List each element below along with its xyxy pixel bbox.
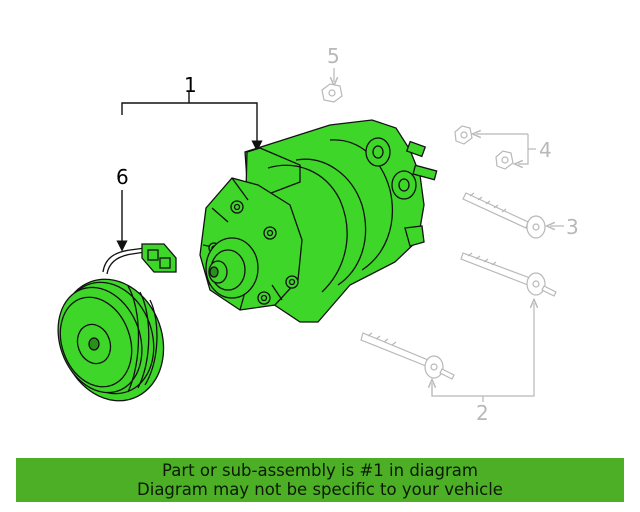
- callout-1: 1: [184, 73, 197, 97]
- clutch-pulley[interactable]: [44, 265, 180, 416]
- banner-line-2: Diagram may not be specific to your vehi…: [137, 480, 503, 499]
- bolt-part-3: [462, 192, 564, 239]
- callout-5: 5: [327, 44, 340, 68]
- part-info-banner: Part or sub-assembly is #1 in diagram Di…: [16, 458, 624, 502]
- nuts-part-4: [454, 125, 536, 170]
- callout-3: 3: [566, 215, 579, 239]
- clutch-connector: [141, 243, 177, 273]
- callout-6: 6: [116, 165, 129, 189]
- callout-2: 2: [476, 401, 489, 425]
- banner-line-1: Part or sub-assembly is #1 in diagram: [162, 461, 478, 480]
- bolt-part-2-upper: [460, 252, 557, 297]
- bolt-part-2-lower: [360, 332, 455, 380]
- callout-4: 4: [539, 138, 552, 162]
- callout-2-leader: [432, 303, 534, 402]
- callout-1-leader: [116, 92, 263, 252]
- stud-part-5: [321, 68, 343, 103]
- parts-diagram: 1 6: [44, 44, 579, 425]
- clutch-wire: [102, 247, 146, 275]
- compressor-body[interactable]: [199, 119, 438, 323]
